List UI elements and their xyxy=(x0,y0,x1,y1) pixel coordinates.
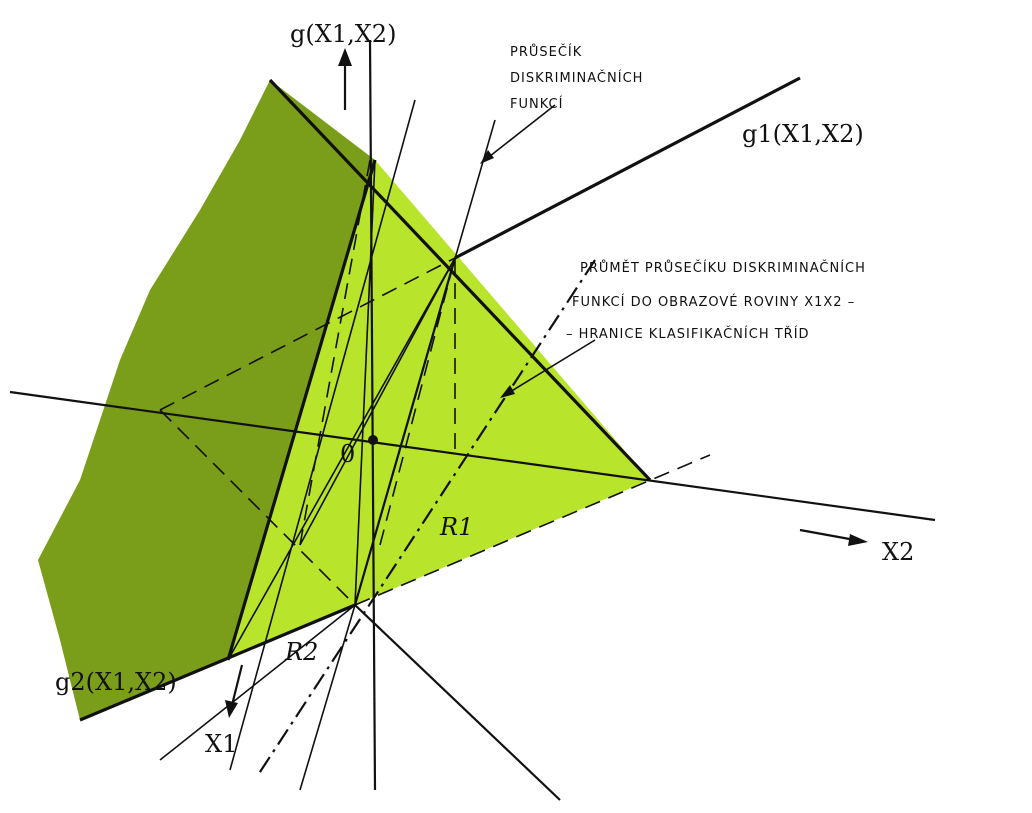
lower-diagonal xyxy=(354,604,561,801)
annotation-top-line-1: PRŮSEČÍK xyxy=(510,44,582,60)
g-axis-arrowhead xyxy=(338,48,352,66)
dash-line-2 xyxy=(159,409,356,606)
dash-line-3 xyxy=(354,454,711,606)
annotation-top-line-3: FUNKCÍ xyxy=(510,96,563,112)
origin-label: 0 xyxy=(340,440,355,468)
pointer-right xyxy=(504,339,596,396)
left-edge xyxy=(226,159,377,661)
x1-label: X1 xyxy=(205,730,237,758)
pointer-top-head xyxy=(480,150,494,164)
g1-line xyxy=(454,76,801,260)
annotation-right-line-3: – HRANICE KLASIFIKAČNÍCH TŘÍD xyxy=(566,326,810,342)
pointer-top xyxy=(484,104,556,161)
g2-line xyxy=(79,603,356,722)
annotation-top-line-2: DISKRIMINAČNÍCH xyxy=(510,70,643,86)
mid-line-a xyxy=(354,119,496,606)
g1-label: g1(X1,X2) xyxy=(742,120,864,148)
annotation-right-line-2: FUNKCÍ DO OBRAZOVÉ ROVINY X1X2 – xyxy=(572,294,855,310)
dash-line-5 xyxy=(299,159,371,546)
x2-arrowhead xyxy=(848,534,868,546)
g1-region xyxy=(228,160,650,660)
g-axis-label: g(X1,X2) xyxy=(290,20,396,48)
mid-line-c xyxy=(354,159,376,606)
pointer-right-head xyxy=(500,385,515,398)
lower-line-a xyxy=(159,604,356,761)
x1-arrowhead xyxy=(225,700,238,718)
mid-line-b xyxy=(299,257,456,546)
r1-label: R1 xyxy=(439,513,473,541)
classification-boundary xyxy=(257,259,596,776)
g2-label: g2(X1,X2) xyxy=(55,668,177,696)
lower-line-b xyxy=(299,604,356,791)
mid-line-d xyxy=(227,257,456,661)
x2-arrow-line xyxy=(799,528,856,542)
annotation-right-line-1: PRŮMĚT PRŮSEČÍKU DISKRIMINAČNÍCH xyxy=(580,260,866,276)
g-axis-line xyxy=(368,39,377,791)
x2-label: X2 xyxy=(882,538,914,566)
x1-arrow-line xyxy=(230,664,244,706)
g-plane-edge xyxy=(268,78,652,482)
g2-region xyxy=(38,80,375,720)
r2-label: R2 xyxy=(284,638,318,666)
origin-point xyxy=(368,435,378,445)
dash-line-1 xyxy=(159,257,456,411)
x1-axis-line xyxy=(229,99,416,771)
